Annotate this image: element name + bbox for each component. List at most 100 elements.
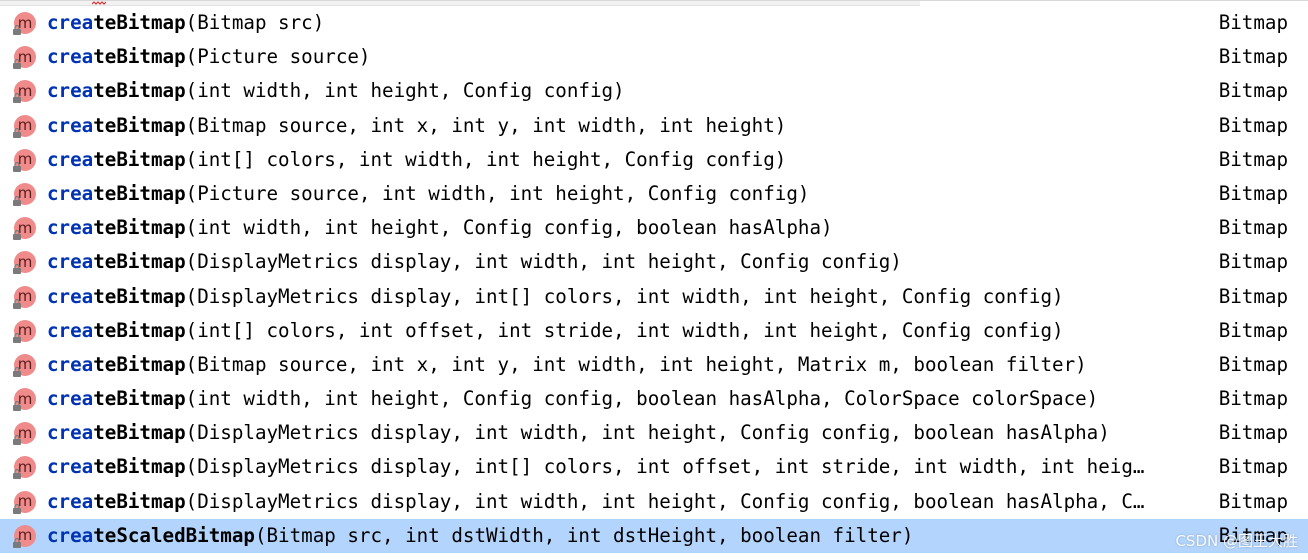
method-signature: createBitmap(int[] colors, int offset, i… bbox=[47, 314, 1064, 348]
method-name-rest: teScaledBitmap bbox=[93, 523, 255, 547]
method-params: (DisplayMetrics display, int width, int … bbox=[185, 250, 902, 274]
return-type: Bitmap bbox=[1218, 250, 1288, 274]
method-name-rest: teBitmap bbox=[93, 79, 186, 103]
method-icon: m bbox=[13, 114, 36, 138]
lock-icon bbox=[13, 93, 21, 104]
lock-icon bbox=[13, 298, 21, 309]
method-icon: m bbox=[13, 12, 36, 35]
lock-icon bbox=[13, 469, 21, 480]
method-params: (int width, int height, Config config, b… bbox=[185, 216, 833, 240]
return-type: Bitmap bbox=[1218, 284, 1288, 308]
method-signature: createBitmap(Picture source, int width, … bbox=[47, 177, 809, 211]
method-params: (Bitmap source, int x, int y, int width,… bbox=[185, 113, 787, 137]
method-params: (DisplayMetrics display, int width, int … bbox=[185, 421, 1110, 445]
method-signature: createBitmap(int width, int height, Conf… bbox=[47, 211, 833, 245]
error-squiggle bbox=[92, 1, 106, 5]
method-signature: createBitmap(Bitmap source, int x, int y… bbox=[47, 109, 786, 143]
method-params: (int width, int height, Config config, b… bbox=[185, 387, 1099, 411]
method-signature: createBitmap(DisplayMetrics display, int… bbox=[47, 485, 1144, 519]
method-params: (Bitmap src) bbox=[185, 11, 325, 34]
method-params: (Picture source, int width, int height, … bbox=[185, 181, 810, 205]
return-type: Bitmap bbox=[1218, 421, 1288, 445]
matched-prefix: crea bbox=[47, 45, 94, 69]
method-params: (Bitmap source, int x, int y, int width,… bbox=[185, 352, 1087, 376]
method-icon: m bbox=[13, 388, 36, 412]
method-signature: createBitmap(DisplayMetrics display, int… bbox=[47, 416, 1110, 450]
method-icon: m bbox=[13, 490, 36, 514]
editor-line-strip bbox=[0, 1, 920, 6]
method-name-rest: teBitmap bbox=[93, 216, 186, 240]
lock-icon bbox=[13, 366, 21, 377]
matched-prefix: crea bbox=[47, 318, 94, 342]
method-signature: createScaledBitmap(Bitmap src, int dstWi… bbox=[47, 519, 913, 553]
method-signature: createBitmap(DisplayMetrics display, int… bbox=[47, 280, 1064, 314]
method-name-rest: teBitmap bbox=[93, 147, 186, 171]
return-type: Bitmap bbox=[1218, 523, 1288, 547]
matched-prefix: crea bbox=[47, 387, 94, 411]
completion-item[interactable]: m createBitmap(int width, int height, Con… bbox=[0, 74, 1308, 108]
completion-item[interactable]: m createBitmap(Picture source, int width,… bbox=[0, 177, 1308, 211]
lock-icon bbox=[13, 435, 21, 446]
method-name-rest: teBitmap bbox=[93, 284, 186, 308]
return-type: Bitmap bbox=[1218, 147, 1288, 171]
lock-icon bbox=[13, 230, 21, 241]
method-name-rest: teBitmap bbox=[93, 113, 186, 137]
return-type: Bitmap bbox=[1218, 181, 1288, 205]
method-signature: createBitmap(Bitmap source, int x, int y… bbox=[47, 348, 1087, 382]
method-icon: m bbox=[13, 148, 36, 172]
method-signature: createBitmap(int width, int height, Conf… bbox=[47, 382, 1098, 416]
method-signature: createBitmap(DisplayMetrics display, int… bbox=[47, 450, 1144, 484]
matched-prefix: crea bbox=[47, 113, 94, 137]
method-name-rest: teBitmap bbox=[93, 387, 186, 411]
method-signature: createBitmap(Picture source) bbox=[47, 40, 370, 74]
return-type: Bitmap bbox=[1218, 216, 1288, 240]
method-name-rest: teBitmap bbox=[93, 250, 186, 274]
method-name-rest: teBitmap bbox=[93, 489, 186, 513]
matched-prefix: crea bbox=[47, 352, 94, 376]
matched-prefix: crea bbox=[47, 11, 94, 34]
method-signature: createBitmap(Bitmap src) bbox=[47, 6, 324, 40]
matched-prefix: crea bbox=[47, 284, 94, 308]
watermark: CSDN @图王大胜 bbox=[1175, 532, 1298, 550]
method-params: (Picture source) bbox=[185, 45, 371, 69]
return-type: Bitmap bbox=[1218, 79, 1288, 103]
method-params: (int[] colors, int offset, int stride, i… bbox=[185, 318, 1064, 342]
matched-prefix: crea bbox=[47, 250, 94, 274]
method-name-rest: teBitmap bbox=[93, 181, 186, 205]
lock-icon bbox=[13, 537, 21, 548]
matched-prefix: crea bbox=[47, 455, 94, 479]
method-params: (int[] colors, int width, int height, Co… bbox=[185, 147, 787, 171]
method-signature: createBitmap(int width, int height, Conf… bbox=[47, 74, 625, 108]
completion-item[interactable]: m createBitmap(DisplayMetrics display, in… bbox=[0, 485, 1308, 519]
matched-prefix: crea bbox=[47, 147, 94, 171]
return-type: Bitmap bbox=[1218, 352, 1288, 376]
lock-icon bbox=[13, 25, 21, 35]
method-icon: m bbox=[13, 182, 36, 206]
method-icon: m bbox=[13, 80, 36, 104]
lock-icon bbox=[13, 127, 21, 138]
method-name-rest: teBitmap bbox=[93, 455, 186, 479]
method-params: (Bitmap src, int dstWidth, int dstHeight… bbox=[254, 523, 914, 547]
matched-prefix: crea bbox=[47, 523, 94, 547]
method-icon: m bbox=[13, 353, 36, 377]
method-name-rest: teBitmap bbox=[93, 352, 186, 376]
method-name-rest: teBitmap bbox=[93, 421, 186, 445]
lock-icon bbox=[13, 332, 21, 343]
method-name-rest: teBitmap bbox=[93, 45, 186, 69]
method-name-rest: teBitmap bbox=[93, 318, 186, 342]
